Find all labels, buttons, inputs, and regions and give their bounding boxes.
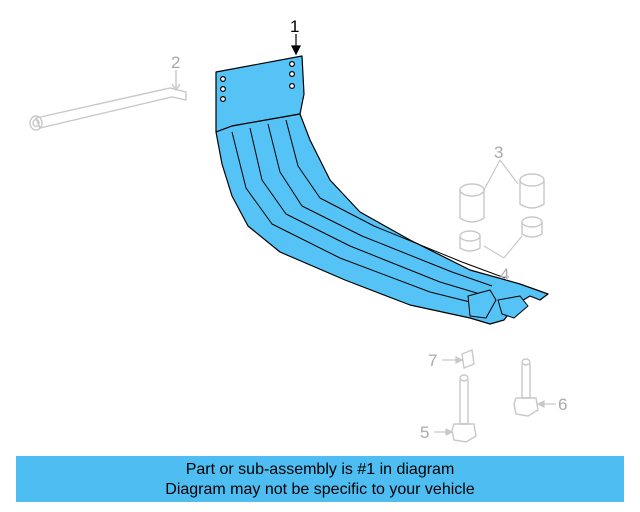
info-banner: Part or sub-assembly is #1 in diagram Di… (16, 456, 624, 502)
callout-3: 3 (494, 143, 503, 162)
callout-4: 4 (500, 265, 509, 284)
callout-5-leader (434, 428, 454, 436)
callout-4-leader (483, 235, 523, 259)
bushing-upper-part[interactable] (459, 173, 545, 223)
bolt-5-part[interactable] (451, 374, 477, 443)
callout-6-leader (536, 400, 556, 408)
clip-part[interactable] (461, 349, 475, 369)
callout-5: 5 (420, 423, 429, 442)
callout-7: 7 (428, 351, 437, 370)
callout-6: 6 (558, 395, 567, 414)
callout-1-leader (291, 34, 301, 56)
bushing-lower-part[interactable] (459, 216, 543, 252)
parts-diagram: 2 1 3 (29, 17, 567, 443)
callout-1: 1 (290, 17, 299, 36)
callout-3-leader (483, 159, 519, 191)
bolt-6-part[interactable] (513, 358, 539, 417)
skid-plate-part[interactable] (215, 55, 549, 325)
banner-line-1: Part or sub-assembly is #1 in diagram (185, 461, 455, 478)
callout-7-leader (442, 356, 464, 364)
stabilizer-bar-part[interactable] (29, 70, 187, 131)
callout-2: 2 (171, 53, 180, 72)
banner-line-2: Diagram may not be specific to your vehi… (165, 481, 475, 498)
